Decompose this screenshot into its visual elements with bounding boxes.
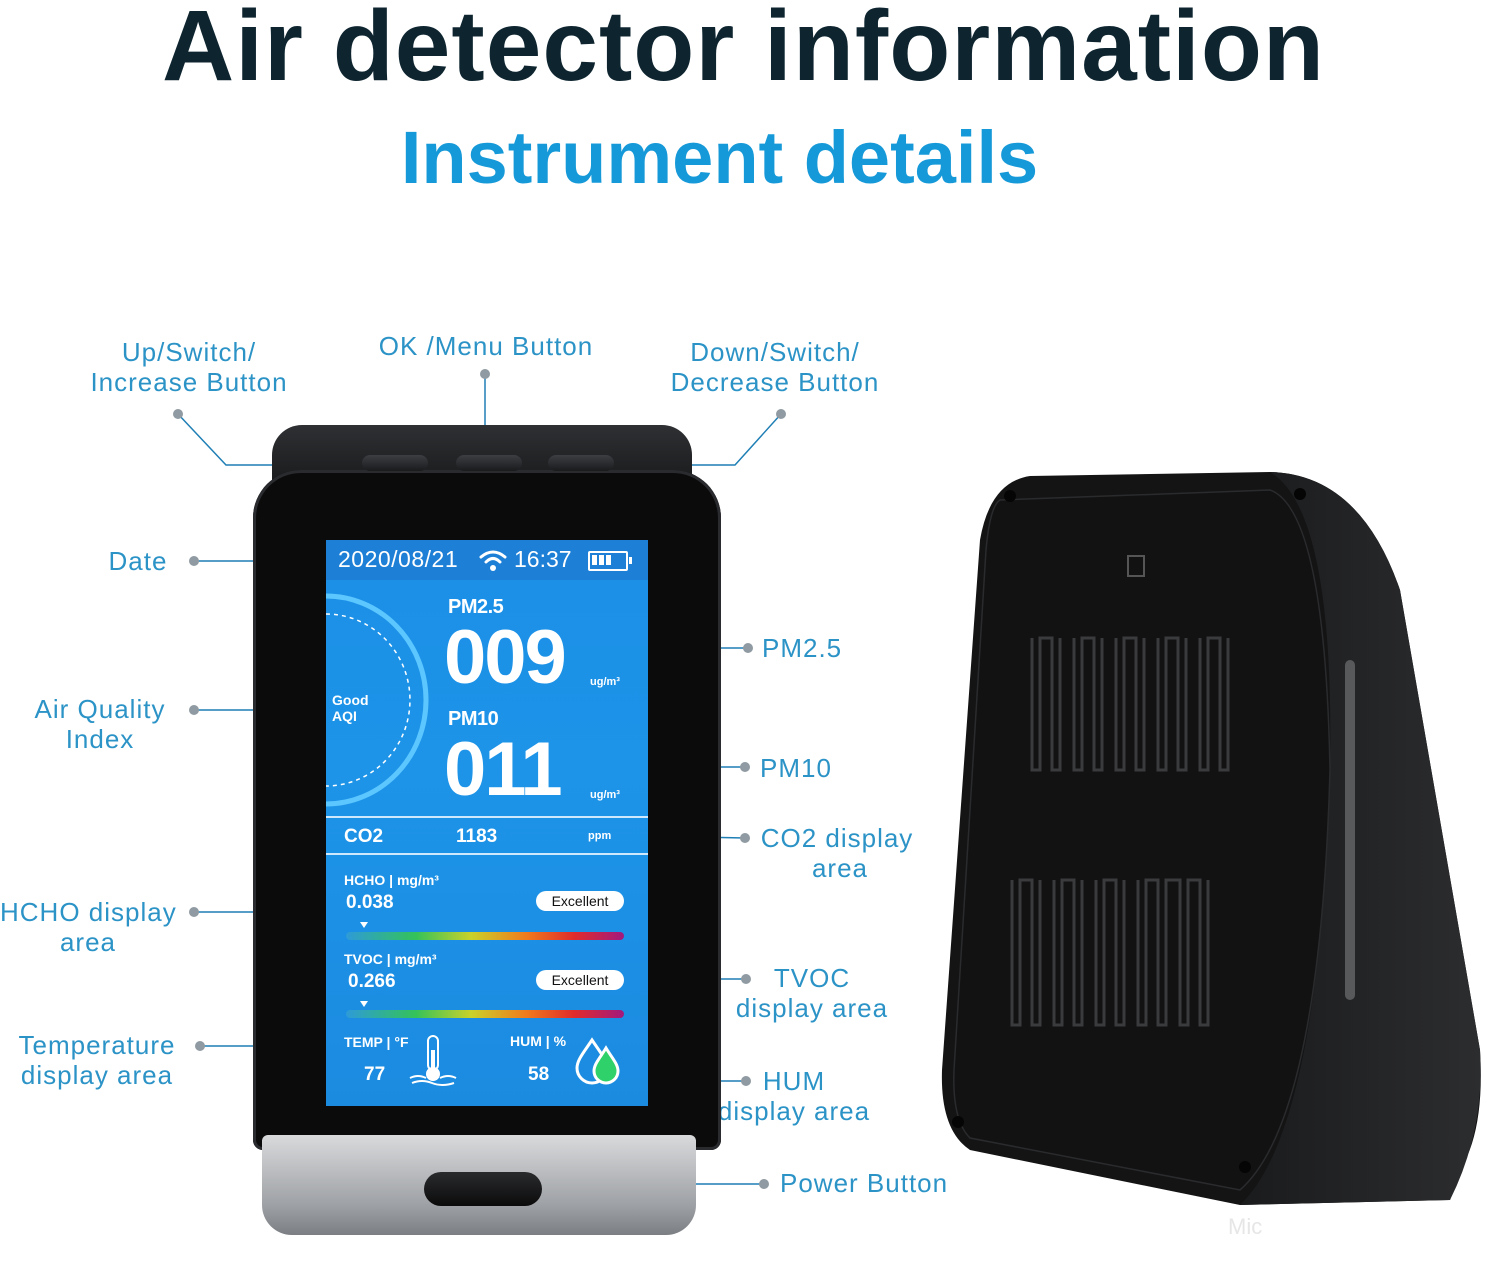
pm10-value: 011 (444, 727, 563, 812)
tvoc-level-bar (346, 1010, 624, 1018)
pm25-label: PM2.5 (448, 596, 504, 618)
pm10-unit: ug/m³ (590, 789, 620, 801)
hcho-label: HCHO | mg/m³ (344, 872, 439, 888)
qr-mark (1127, 555, 1145, 577)
callout-pm10: PM10 (760, 753, 832, 783)
thermometer-icon (409, 1035, 457, 1086)
device-screen: 2020/08/21 16:37 Good AQI PM2.5 009 ug/m… (326, 540, 648, 1106)
callout-down-button: Down/Switch/Decrease Button (670, 337, 880, 397)
aqi-label: AQI (332, 708, 357, 724)
callout-date: Date (108, 546, 168, 576)
temp-label: TEMP | °F (344, 1034, 409, 1050)
callout-pm25: PM2.5 (762, 633, 843, 663)
tvoc-value: 0.266 (348, 971, 396, 992)
down-button[interactable] (548, 455, 614, 471)
aqi-status: Good (332, 692, 369, 708)
callout-up-button: Up/Switch/Increase Button (90, 337, 288, 397)
aqi-gauge (326, 593, 429, 807)
hcho-status-badge: Excellent (536, 891, 624, 911)
hum-value: 58 (528, 1064, 550, 1085)
power-button[interactable] (424, 1172, 542, 1206)
co2-unit: ppm (588, 830, 612, 842)
wifi-icon (479, 550, 507, 571)
page-title: Air detector information (162, 0, 1325, 102)
divider (326, 816, 648, 818)
hcho-value: 0.038 (346, 892, 394, 913)
screen-time: 16:37 (514, 546, 572, 572)
temp-value: 77 (364, 1064, 386, 1085)
hcho-level-bar (346, 932, 624, 940)
humidity-drop-icon (575, 1037, 620, 1085)
watermark: Mic (1228, 1214, 1263, 1239)
rear-device (941, 472, 1481, 1205)
co2-label: CO2 (344, 826, 384, 847)
battery-icon (588, 551, 632, 571)
tvoc-label: TVOC | mg/m³ (344, 951, 437, 967)
divider (326, 853, 648, 855)
hcho-marker (360, 922, 368, 928)
pm25-value: 009 (444, 615, 567, 700)
screen-date: 2020/08/21 (338, 546, 459, 572)
ok-menu-button[interactable] (456, 455, 522, 471)
pm10-label: PM10 (448, 708, 499, 730)
callout-ok-button: OK /Menu Button (378, 331, 594, 361)
co2-value: 1183 (456, 826, 498, 847)
callout-power: Power Button (780, 1168, 949, 1198)
tvoc-status-badge: Excellent (536, 970, 624, 990)
pm25-unit: ug/m³ (590, 676, 620, 688)
page-subtitle: Instrument details (400, 116, 1039, 199)
up-button[interactable] (362, 455, 428, 471)
hum-label: HUM | % (510, 1033, 567, 1049)
tvoc-marker (360, 1001, 368, 1007)
